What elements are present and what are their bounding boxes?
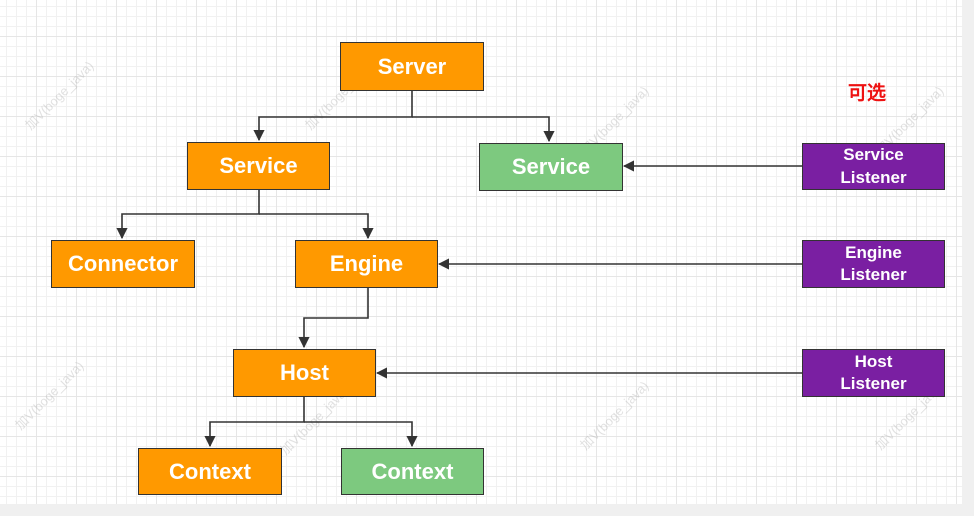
edge-engine-host xyxy=(298,288,369,349)
edge-server-service-right xyxy=(412,116,555,143)
diagram-canvas: 加V(boge_java) 加V(boge_java) 加V(boge_java… xyxy=(0,0,962,504)
optional-service-node: Service xyxy=(479,143,623,191)
host-listener-node: Host Listener xyxy=(802,349,945,397)
edge-host-context-left xyxy=(204,397,305,448)
engine-listener-node: Engine Listener xyxy=(802,240,945,288)
edge-host-context-right xyxy=(304,421,418,448)
service-listener-node: Service Listener xyxy=(802,143,945,190)
optional-label: 可选 xyxy=(848,83,887,104)
connector-node: Connector xyxy=(51,240,195,288)
engine-node: Engine xyxy=(295,240,438,288)
context-node: Context xyxy=(138,448,282,495)
connector-lines xyxy=(116,91,802,448)
edge-server-service-left xyxy=(253,91,413,142)
service-node: Service xyxy=(187,142,330,190)
optional-context-node: Context xyxy=(341,448,484,495)
vertical-scrollbar[interactable] xyxy=(962,0,974,516)
edge-service-connector xyxy=(116,190,260,240)
edge-service-engine xyxy=(259,213,374,240)
horizontal-scrollbar[interactable] xyxy=(0,504,974,516)
server-node: Server xyxy=(340,42,484,91)
host-node: Host xyxy=(233,349,376,397)
